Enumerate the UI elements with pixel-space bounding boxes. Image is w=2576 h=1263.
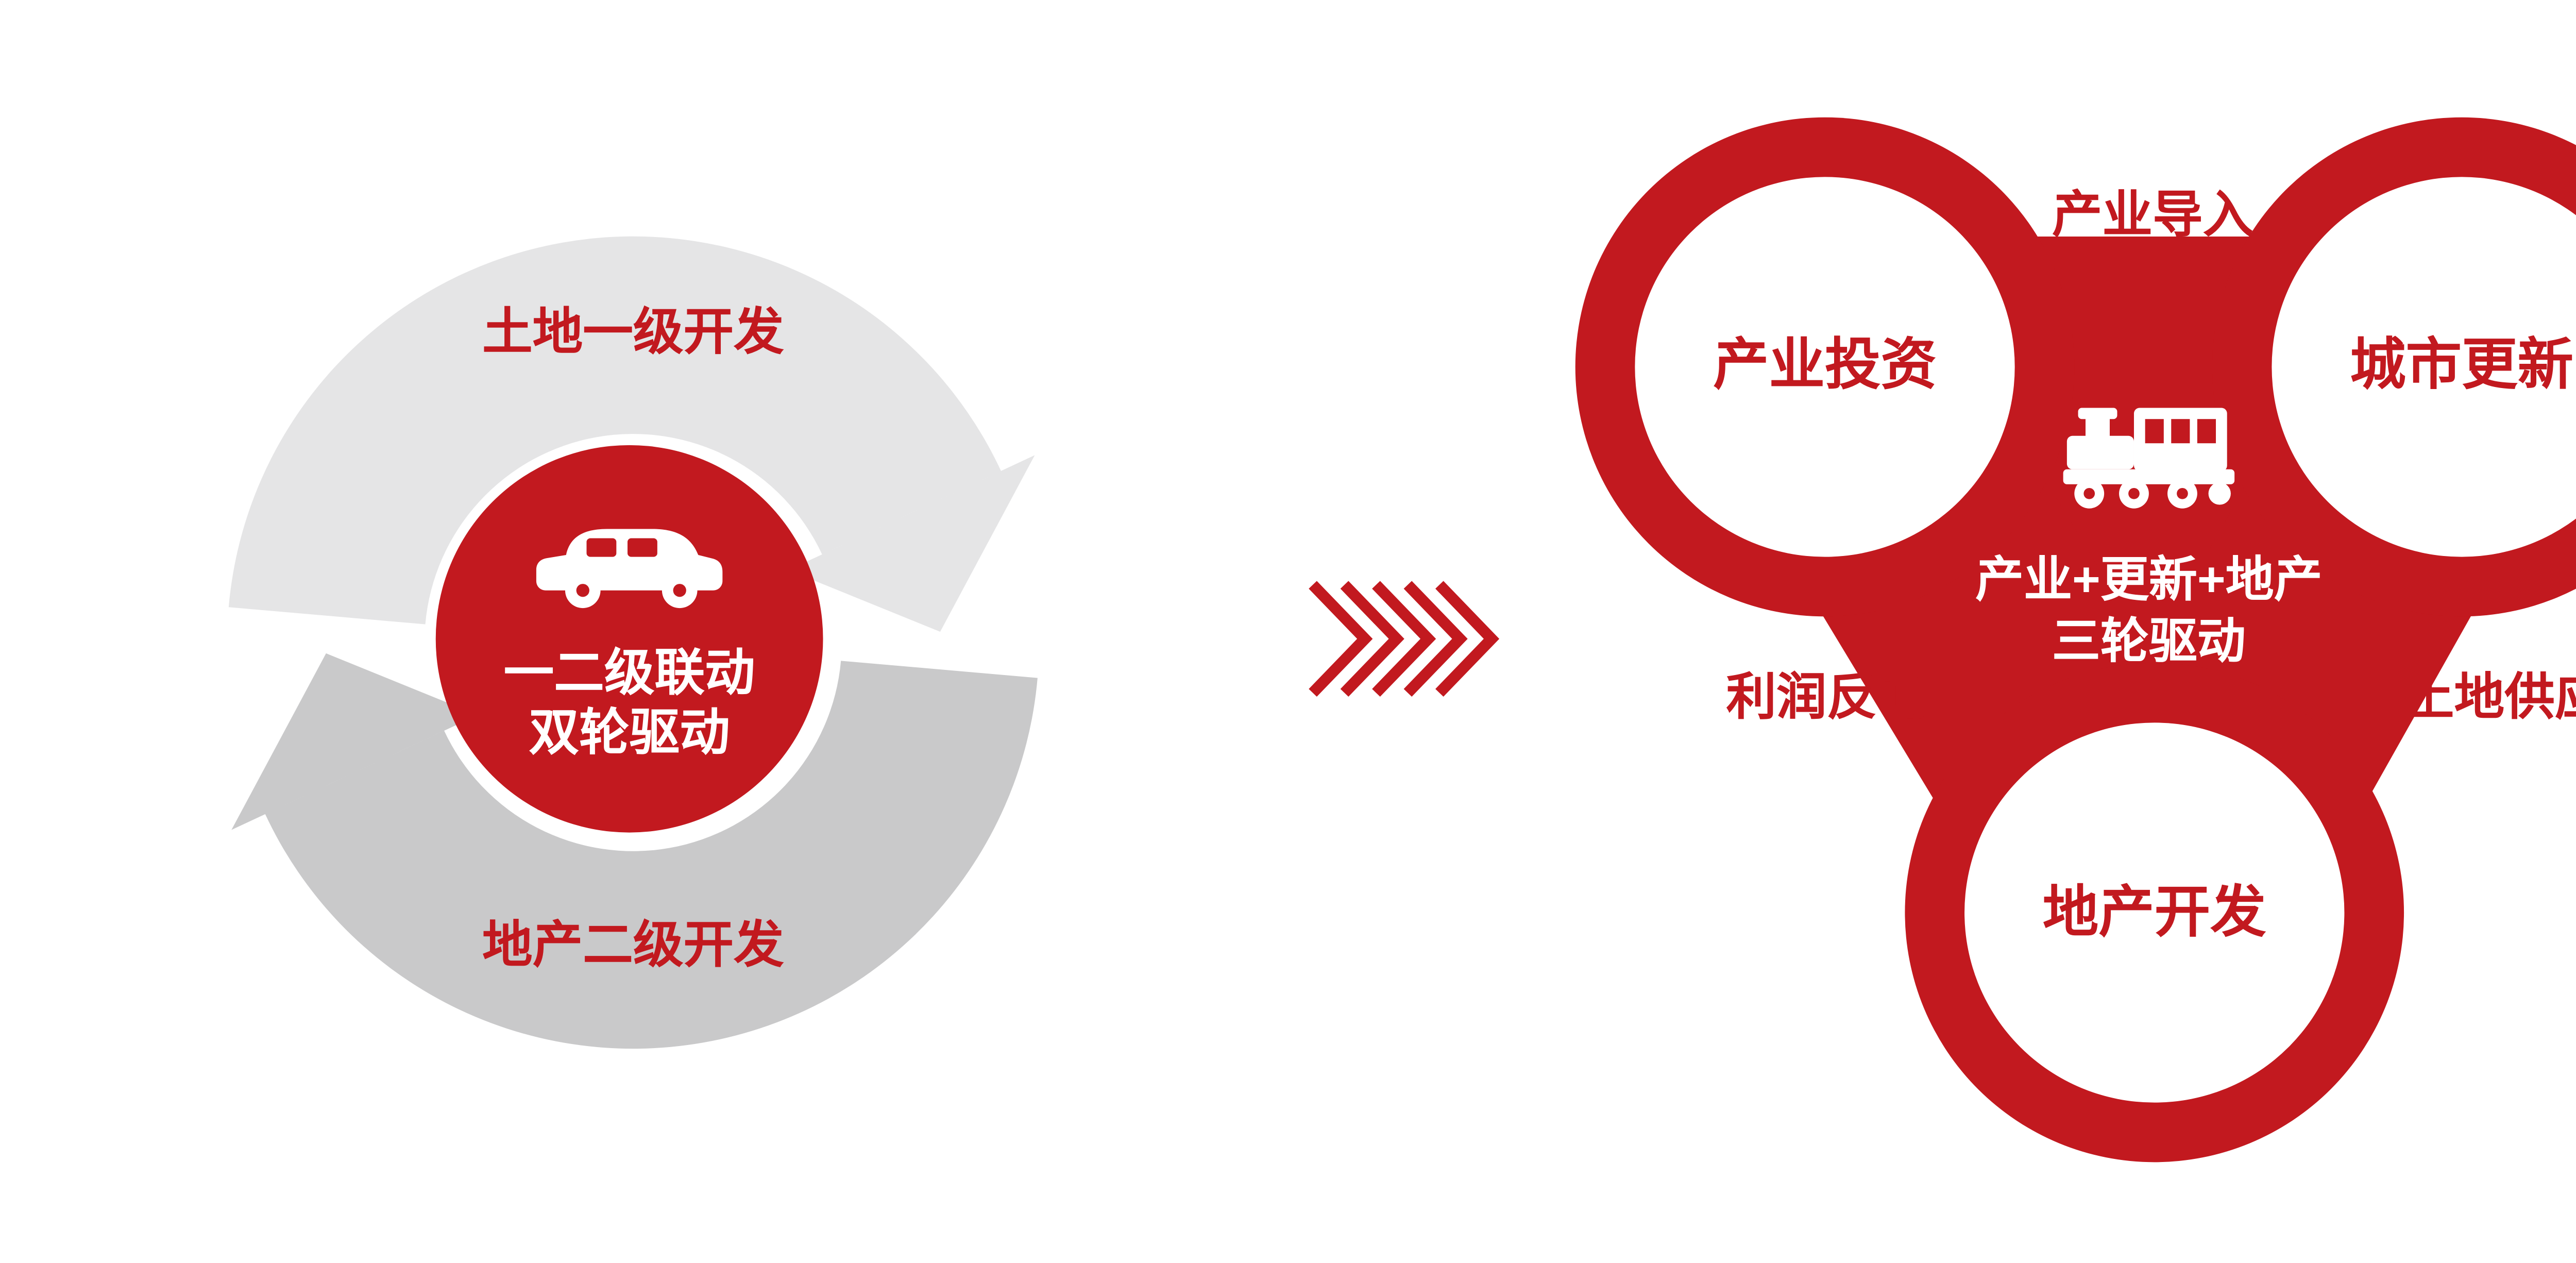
node-circle-top-right — [2272, 177, 2576, 557]
node-circle-top-left — [1635, 177, 2015, 557]
left-center-line1: 一二级联动 — [503, 645, 755, 701]
left-center-circle — [435, 445, 823, 833]
node-label-top-left: 产业投资 — [1713, 335, 1937, 397]
tri-spinner-shape — [1575, 117, 2576, 1163]
right-center-line2: 三轮驱动 — [2052, 613, 2246, 669]
right-right-label: 土地供应 — [2404, 669, 2576, 726]
light-arrowhead — [788, 455, 1035, 632]
right-left-label: 利润反哺 — [1726, 669, 1927, 726]
right-center-line1: 产业+更新+地产 — [1975, 551, 2323, 608]
circular-arrows-icon — [228, 236, 1038, 1049]
left-top-label: 土地一级开发 — [482, 304, 784, 361]
car-icon — [536, 529, 723, 609]
node-circle-bottom — [1964, 722, 2345, 1103]
right-top-label: 产业导入 — [2052, 187, 2253, 243]
left-center-line2: 双轮驱动 — [529, 705, 730, 761]
dark-arrowhead — [231, 653, 478, 830]
node-label-top-right: 城市更新 — [2350, 335, 2573, 397]
chevron-arrows-icon — [1309, 581, 1500, 697]
left-bottom-label: 地产二级开发 — [482, 917, 784, 973]
train-icon — [2063, 408, 2235, 509]
node-label-bottom: 地产开发 — [2042, 883, 2266, 945]
